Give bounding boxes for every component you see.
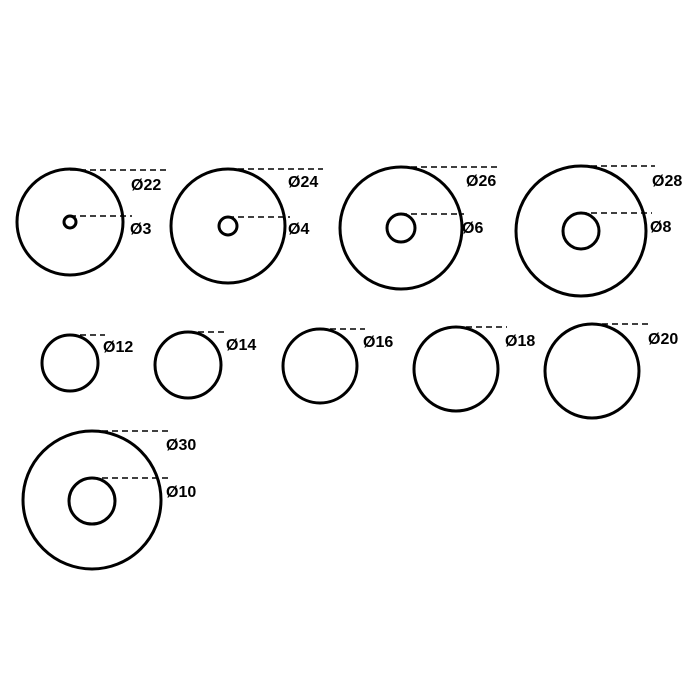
outer-diameter-label: Ø16 — [363, 334, 393, 351]
inner-hole — [67, 476, 117, 526]
circle-d20: Ø20 — [543, 322, 678, 420]
washer-d22-d3: Ø22 Ø3 — [15, 167, 168, 277]
outer-diameter-label: Ø28 — [652, 173, 682, 190]
outer-circle — [412, 325, 500, 413]
outer-diameter-label: Ø22 — [131, 177, 161, 194]
outer-circle — [21, 429, 163, 571]
inner-hole — [561, 211, 601, 251]
outer-diameter-label: Ø12 — [103, 339, 133, 356]
washer-d28-d8: Ø28 Ø8 — [514, 164, 682, 298]
circle-d16: Ø16 — [281, 327, 393, 405]
outer-circle — [338, 165, 464, 291]
outer-circle — [514, 164, 648, 298]
inner-diameter-label: Ø3 — [130, 221, 151, 238]
inner-diameter-label: Ø8 — [650, 219, 671, 236]
outer-diameter-label: Ø30 — [166, 437, 196, 454]
inner-hole — [62, 214, 78, 230]
outer-diameter-label: Ø14 — [226, 337, 256, 354]
outer-circle — [169, 167, 287, 285]
outer-diameter-label: Ø26 — [466, 173, 496, 190]
circle-d14: Ø14 — [153, 330, 256, 400]
outer-circle — [281, 327, 359, 405]
outer-diameter-label: Ø18 — [505, 333, 535, 350]
outer-circle — [40, 333, 100, 393]
outer-circle — [153, 330, 223, 400]
washer-d24-d4: Ø24 Ø4 — [169, 167, 323, 285]
outer-diameter-label: Ø20 — [648, 331, 678, 348]
inner-hole — [385, 212, 417, 244]
outer-diameter-label: Ø24 — [288, 174, 318, 191]
circle-d12: Ø12 — [40, 333, 133, 393]
outer-circle — [15, 167, 125, 277]
inner-diameter-label: Ø10 — [166, 484, 196, 501]
washer-d26-d6: Ø26 Ø6 — [338, 165, 498, 291]
circle-d18: Ø18 — [412, 325, 535, 413]
inner-diameter-label: Ø4 — [288, 221, 309, 238]
washer-d30-d10: Ø30 Ø10 — [21, 429, 196, 571]
inner-diameter-label: Ø6 — [462, 220, 483, 237]
outer-circle — [543, 322, 641, 420]
inner-hole — [217, 215, 239, 237]
